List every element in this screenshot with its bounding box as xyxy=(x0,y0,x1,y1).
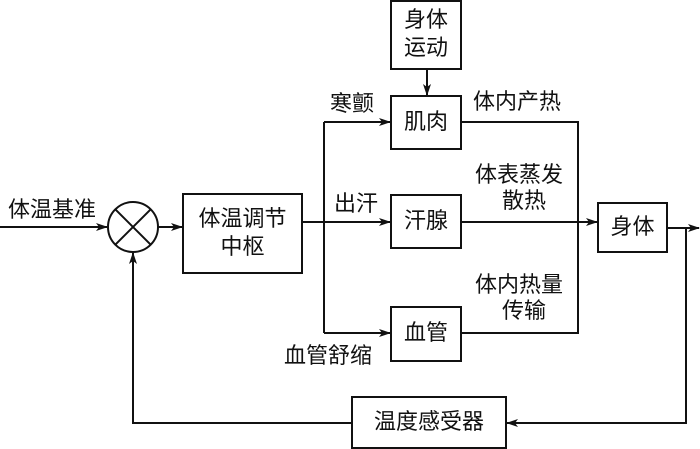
controller-box xyxy=(182,193,303,274)
sweat-gland-label: 汗腺 xyxy=(403,208,448,234)
heat-transfer-label-line2: 传输 xyxy=(502,299,547,324)
muscle-label: 肌肉 xyxy=(403,109,448,135)
controller-label: 体温调节 中枢 xyxy=(198,206,287,260)
feedback-left-line xyxy=(129,252,352,424)
internal-heat-label: 体内产热 xyxy=(473,90,562,115)
body-label: 身体 xyxy=(610,214,655,240)
sweat-gland-box xyxy=(390,194,462,249)
sweat-label: 出汗 xyxy=(334,192,379,217)
muscle-box xyxy=(390,95,462,150)
heat-transfer-label-line1: 体内热量 xyxy=(475,273,564,298)
exercise-box xyxy=(390,0,462,70)
sensor-label: 温度感受器 xyxy=(373,409,484,435)
evaporation-label-line2: 散热 xyxy=(502,189,547,214)
blood-vessel-label: 血管 xyxy=(403,321,448,346)
blood-vessel-box xyxy=(390,306,462,362)
exercise-label: 身体 运动 xyxy=(403,8,448,61)
internal-heat-line xyxy=(461,121,579,334)
input-label: 体温基准 xyxy=(8,198,97,223)
summing-junction-cross-b xyxy=(114,208,152,246)
feedback-right-line xyxy=(506,228,687,427)
evaporation-label-line1: 体表蒸发 xyxy=(475,163,564,188)
vasomotion-label: 血管舒缩 xyxy=(284,344,373,369)
shiver-label: 寒颤 xyxy=(330,92,375,117)
body-box xyxy=(597,202,668,253)
